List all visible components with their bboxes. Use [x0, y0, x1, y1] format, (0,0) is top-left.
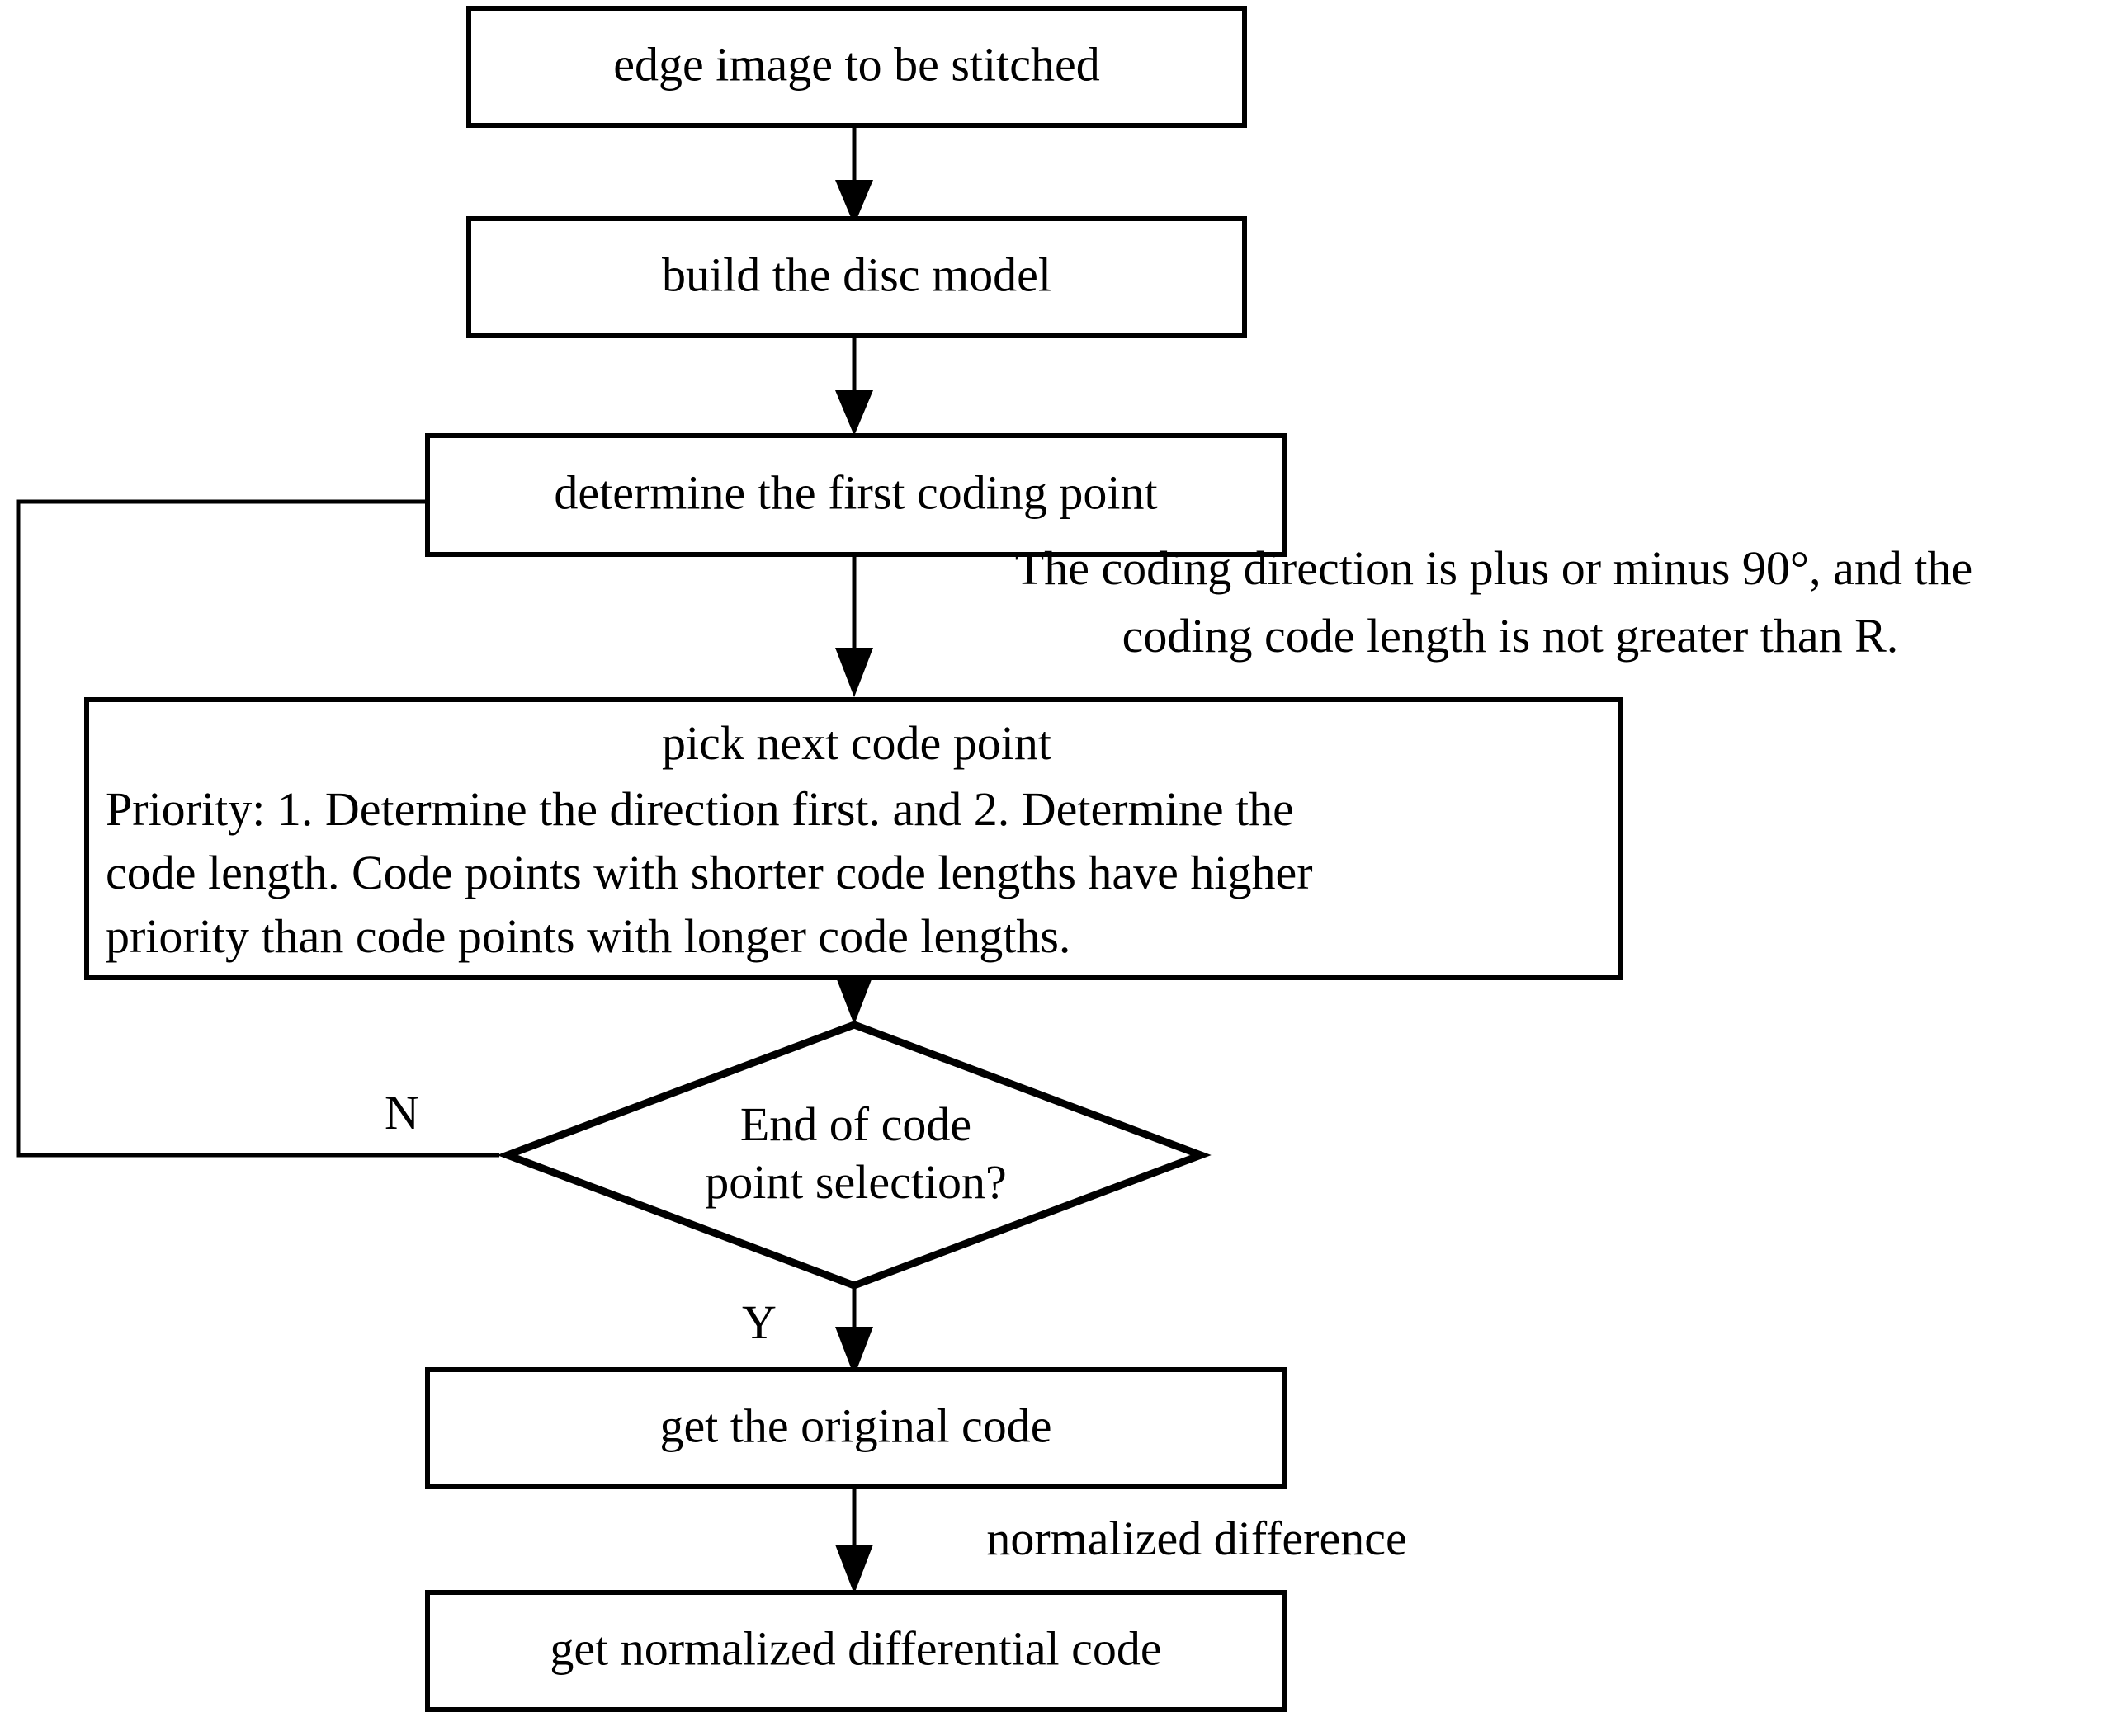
- annotation-normalized-difference: normalized difference: [986, 1512, 1406, 1565]
- node-label: determine the first coding point: [554, 465, 1157, 519]
- node-label: get normalized differential code: [550, 1621, 1161, 1675]
- edge-n5-n6: [835, 1287, 873, 1376]
- edge-n1-n2: [835, 125, 873, 225]
- node-body-line-1: Priority: 1. Determine the direction fir…: [106, 782, 1294, 836]
- node-label: build the disc model: [662, 248, 1051, 301]
- node-get-the-original-code[interactable]: get the original code: [425, 1367, 1287, 1489]
- edge-label-no: N: [385, 1086, 419, 1139]
- node-label: get the original code: [659, 1399, 1051, 1452]
- node-build-the-disc-model[interactable]: build the disc model: [466, 216, 1247, 338]
- edge-n4-n5: [835, 975, 873, 1025]
- node-body-line-2: code length. Code points with shorter co…: [106, 846, 1313, 899]
- annotation-line-1: The coding direction is plus or minus 90…: [1015, 541, 1972, 595]
- edge-n6-n7: [835, 1487, 873, 1594]
- node-label-line-1: End of code: [740, 1097, 971, 1151]
- edge-n2-n3: [835, 336, 873, 436]
- node-body-line-3: priority than code points with longer co…: [106, 909, 1070, 963]
- edge-label-yes: Y: [742, 1295, 777, 1349]
- node-label: edge image to be stitched: [613, 37, 1099, 91]
- node-end-of-code-point-selection[interactable]: End of code point selection?: [497, 1021, 1212, 1290]
- node-get-normalized-differential-code[interactable]: get normalized differential code: [425, 1590, 1287, 1712]
- node-label-line-2: point selection?: [705, 1155, 1007, 1209]
- node-title: pick next code point: [662, 716, 1051, 770]
- node-determine-the-first-coding-point[interactable]: determine the first coding point: [425, 433, 1287, 557]
- node-edge-image-to-be-stitched[interactable]: edge image to be stitched: [466, 6, 1247, 128]
- annotation-coding-direction: The coding direction is plus or minus 90…: [1015, 541, 1972, 663]
- annotation-line-2: coding code length is not greater than R…: [1122, 609, 1899, 663]
- node-pick-next-code-point[interactable]: pick next code point Priority: 1. Determ…: [84, 697, 1623, 980]
- edge-n3-n4: [835, 554, 873, 697]
